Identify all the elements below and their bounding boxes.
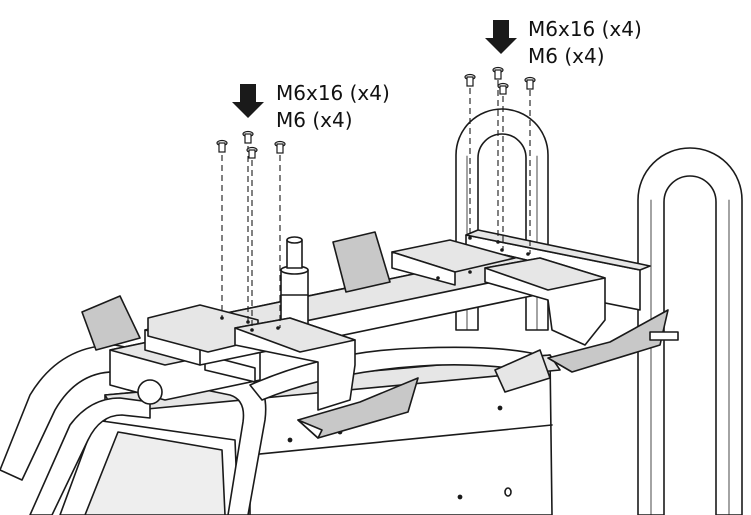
pedal-rear-left [332,231,391,293]
pedal-front-right [297,377,419,439]
bolt-spec-label: M6x16 (x4) [528,17,642,41]
bolt-icon [216,139,228,153]
console-frame [59,419,239,515]
bolt-icon [524,76,536,90]
down-arrow-icon [232,84,264,118]
down-arrow-icon [485,20,517,54]
bolt-icon [274,140,286,154]
bolt-icon [464,73,476,87]
rear-handle-right [637,147,743,515]
bolt-icon [492,66,504,80]
pedal-front-left [81,295,141,351]
nut-spec-label: M6 (x4) [276,108,353,132]
center-post [280,236,309,326]
fastener-callout-right: M6x16 (x4) M6 (x4) [528,16,642,70]
bolt-spec-label: M6x16 (x4) [276,81,390,105]
bracket-right [391,239,606,346]
pedal-rear-right [547,309,679,373]
bolt-icon [242,130,254,144]
fasteners [216,66,536,159]
bracket-left [147,304,356,411]
fastener-callout-left: M6x16 (x4) M6 (x4) [276,80,390,134]
washer-icon [246,146,258,159]
install-guide-lines [221,80,531,330]
washer-icon [497,82,509,95]
nut-spec-label: M6 (x4) [528,44,605,68]
